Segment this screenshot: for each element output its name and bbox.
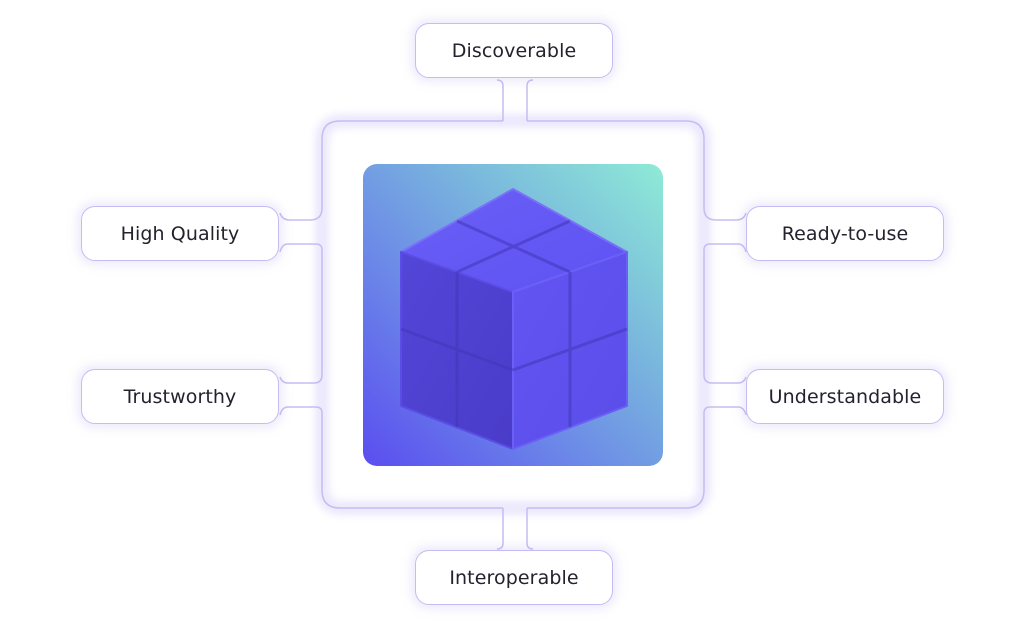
node-label: Ready-to-use [781, 222, 909, 245]
node-interoperable: Interoperable [415, 550, 613, 605]
center-card [363, 164, 663, 466]
node-high-quality: High Quality [81, 206, 279, 261]
node-label: Discoverable [451, 39, 577, 62]
node-label: Interoperable [449, 566, 579, 589]
node-ready-to-use: Ready-to-use [746, 206, 944, 261]
connector-lines [279, 79, 747, 550]
node-understandable: Understandable [746, 369, 944, 424]
node-discoverable: Discoverable [415, 23, 613, 78]
node-trustworthy: Trustworthy [81, 369, 279, 424]
node-label: Understandable [768, 385, 922, 408]
node-label: Trustworthy [123, 385, 237, 408]
cube-icon [400, 188, 628, 450]
node-label: High Quality [120, 222, 240, 245]
